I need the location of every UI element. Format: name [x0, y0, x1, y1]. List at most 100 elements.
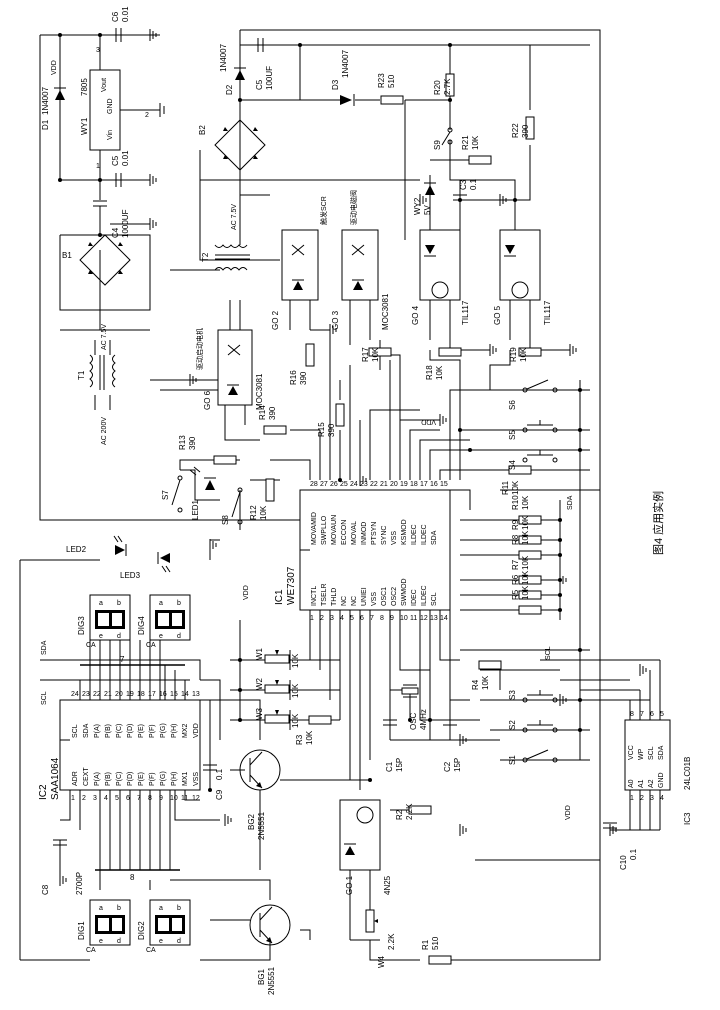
opto-go6: GO 6 MOC3081 驱动启动电机	[195, 328, 264, 410]
ic3-pin-num-4: 1	[630, 795, 634, 802]
svg-text:C1: C1	[385, 761, 394, 772]
svg-text:0.1: 0.1	[215, 768, 224, 780]
display-seg-label: d	[117, 938, 121, 945]
resistor-7-value: 10K	[519, 347, 528, 362]
svg-text:1N4007: 1N4007	[341, 49, 350, 78]
ic3-pin-0: VCC	[628, 745, 635, 760]
svg-text:MOC3081: MOC3081	[381, 293, 390, 330]
transistor-bg1: BG1 2N5551	[249, 904, 291, 995]
reg-pin-vout: Vout	[101, 78, 108, 92]
ic1-bot-sig-11: ILDEC	[421, 585, 428, 606]
ic1-bot-pin-4: 5	[350, 615, 354, 622]
ground-symbols	[59, 29, 647, 886]
svg-text:驱动电磁阀: 驱动电磁阀	[349, 190, 358, 225]
ic2-bot-pin-9: 10	[170, 795, 178, 802]
resistor-12-name: R11	[501, 480, 510, 495]
resistor-0-value: 510	[387, 74, 396, 88]
svg-text:T2: T2	[201, 252, 210, 262]
svg-text:WY2: WY2	[413, 197, 422, 215]
ic2-bot-pin-10: 11	[181, 795, 188, 802]
display-seg-label: e	[159, 633, 163, 640]
ic2-bot-sig-6: P(E)	[138, 772, 145, 786]
ic1-bot-sig-5: UNIEI	[361, 587, 368, 606]
ic2-top-sig-1: SDA	[83, 723, 90, 738]
svg-text:B1: B1	[62, 251, 72, 260]
svg-text:C5: C5	[111, 155, 120, 166]
zener-wy2: WY2 5V	[413, 182, 436, 215]
resistor-11-name: R12	[249, 505, 258, 520]
ic2-top-pin-2: 22	[93, 691, 101, 698]
resistor-22-name: R1	[421, 939, 430, 950]
display-name-2: DIG3	[77, 616, 86, 635]
ic3-pin-5: A1	[638, 779, 645, 788]
ic2-top-pin-8: 16	[159, 691, 167, 698]
resistor-20-value: 10K	[305, 730, 314, 745]
svg-text:10K: 10K	[291, 683, 300, 698]
vdd-label-2: VDD	[421, 418, 436, 425]
display-name-3: DIG4	[137, 616, 146, 635]
svg-text:D2: D2	[225, 84, 234, 95]
ic2-top-sig-0: SCL	[72, 724, 79, 738]
display-seg-label: a	[159, 600, 163, 607]
resistor-16-value: 10K	[521, 555, 530, 570]
ic2-bot-sig-3: P(B)	[105, 772, 112, 786]
svg-text:MOC3081: MOC3081	[255, 373, 264, 410]
resistor-10-value: 390	[188, 436, 197, 450]
opto-go4: GO 4 TIL117	[411, 229, 470, 325]
ic1-top-sig-10: ILDEC	[411, 524, 418, 545]
display-ca-label: CA	[86, 642, 96, 649]
transformer-t1: T1 AC 7.5V AC 200V	[77, 324, 116, 445]
display-seg-label: d	[177, 633, 181, 640]
led2: LED2	[66, 535, 127, 556]
ic1-bot-pin-1: 2	[320, 615, 324, 622]
svg-text:LED3: LED3	[120, 571, 141, 580]
ic2-top-pin-1: 23	[82, 691, 90, 698]
svg-text:0.01: 0.01	[121, 6, 130, 22]
svg-text:S2: S2	[508, 720, 517, 730]
ic1-top-sig-12: SDA	[431, 530, 438, 545]
resistor-5-value: 10K	[371, 347, 380, 362]
opto-go1: GO 1 4N25	[339, 799, 392, 895]
ic1-bot-pin-10: 11	[410, 615, 417, 622]
ic2-top-sig-5: P(D)	[127, 724, 134, 738]
ic1-top-pin-8: 20	[390, 481, 398, 488]
led3: LED3	[120, 552, 171, 580]
switches: S6 S5 S4 S3 S2 S1 S7 S8 S9	[161, 127, 558, 765]
ic1-name: IC1	[274, 589, 285, 605]
display-seg-label: a	[99, 905, 103, 912]
ic2-top-sig-4: P(C)	[116, 724, 123, 738]
resistor-9-value: 390	[268, 406, 277, 420]
ic2-top-sig-6: P(E)	[138, 724, 145, 738]
svg-text:C3: C3	[459, 179, 468, 190]
reg-pin-vin: Vin	[107, 130, 114, 140]
ic2-top-pin-4: 20	[115, 691, 123, 698]
svg-text:W2: W2	[255, 677, 264, 690]
display-seg-label: d	[177, 938, 181, 945]
ic2-bot-pin-3: 4	[104, 795, 108, 802]
bus-label-lower: 8	[130, 873, 135, 882]
ic3-pin-4: A0	[628, 779, 635, 788]
ic2-top-sig-7: P(F)	[149, 724, 156, 738]
ic1-bot-pin-5: 6	[360, 615, 364, 622]
svg-text:TIL117: TIL117	[461, 300, 470, 325]
svg-text:LED1: LED1	[191, 499, 200, 520]
ic1-top-sig-2: MOVAUN	[331, 515, 338, 545]
potentiometers: W1 10K W2 10K W3 10K W4 2.2K	[255, 647, 396, 968]
ic2-bot-sig-5: P(D)	[127, 772, 134, 786]
reg-pin3-num: 3	[96, 47, 100, 54]
ic1-bot-pin-9: 10	[400, 615, 408, 622]
reg-part: 7805	[80, 78, 89, 96]
svg-text:W3: W3	[255, 707, 264, 720]
